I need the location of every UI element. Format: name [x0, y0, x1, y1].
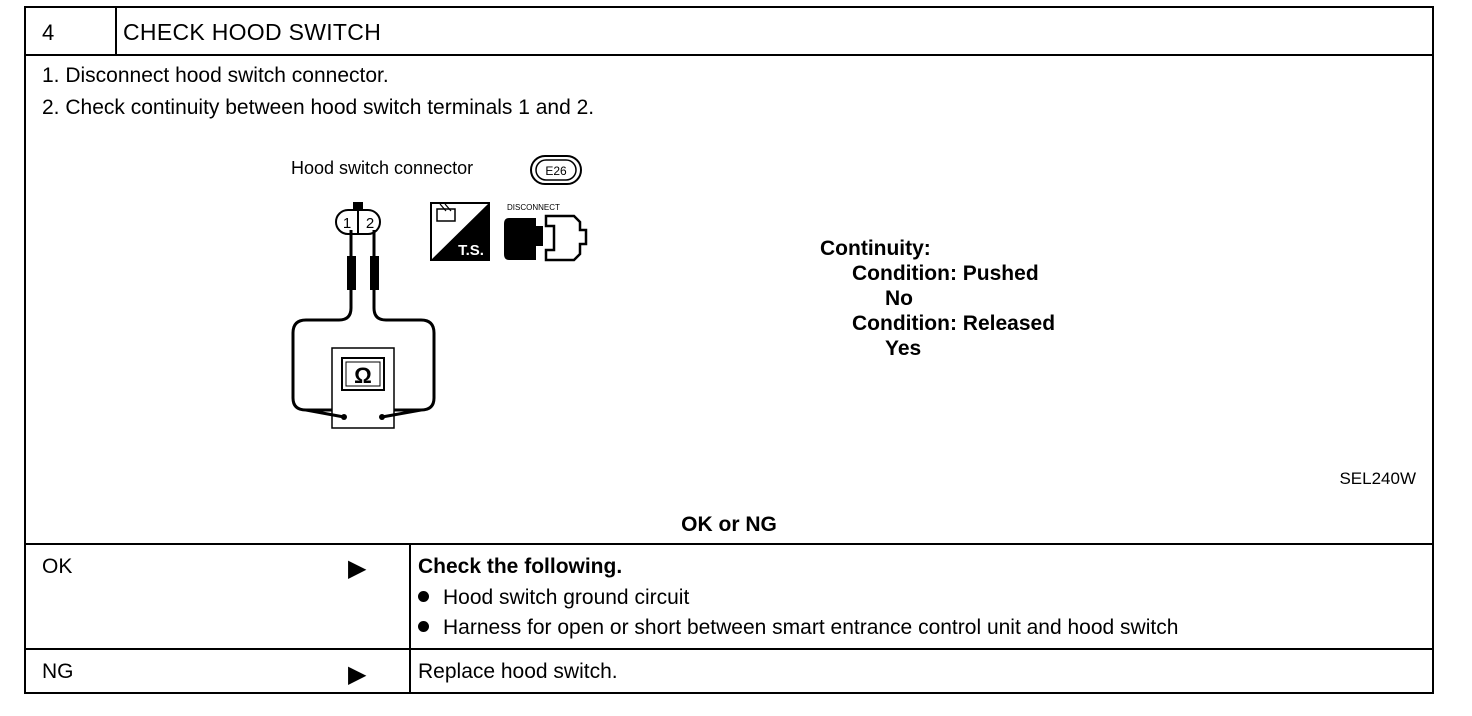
condition-released: Condition: Released: [852, 312, 1056, 335]
ng-action: Replace hood switch.: [418, 660, 618, 683]
result-pushed: No: [885, 287, 913, 310]
ohmmeter: Ω: [331, 347, 395, 429]
disconnect-label: DISCONNECT: [507, 203, 560, 212]
header-divider: [115, 8, 117, 54]
ok-label: OK: [42, 555, 73, 578]
wiring-diagram: E26 1 2 Ω: [291, 155, 588, 429]
probe-leads: [291, 230, 436, 412]
figure-reference: SEL240W: [1339, 469, 1416, 488]
disconnect-icon: DISCONNECT: [504, 203, 588, 262]
bullet-icon: [418, 621, 429, 632]
ng-arrow-icon: ▶: [348, 661, 367, 688]
step-title: CHECK HOOD SWITCH: [123, 19, 382, 45]
procedure-table: 4 CHECK HOOD SWITCH 1. Disconnect hood s…: [24, 6, 1434, 694]
probe-tip-1: [347, 256, 356, 290]
pin-2-label: 2: [366, 215, 374, 232]
ng-label: NG: [42, 660, 74, 683]
continuity-spec: Continuity: Condition: Pushed No Conditi…: [820, 236, 1055, 361]
step-header: 4 CHECK HOOD SWITCH: [26, 8, 1432, 56]
connector-label: Hood switch connector: [291, 158, 474, 178]
pin-1-label: 1: [343, 215, 351, 232]
continuity-heading: Continuity:: [820, 237, 931, 260]
ok-item-2: Harness for open or short between smart …: [418, 616, 1178, 640]
hood-switch-connector: 1 2: [335, 202, 381, 235]
ts-label: T.S.: [458, 242, 484, 259]
connector-code: E26: [545, 164, 567, 178]
ts-icon: T.S.: [430, 202, 490, 261]
results-divider-mid: [26, 648, 1432, 650]
ohm-symbol: Ω: [354, 363, 372, 388]
probe-tip-2: [370, 256, 379, 290]
instruction-1: 1. Disconnect hood switch connector.: [42, 64, 389, 87]
condition-pushed: Condition: Pushed: [852, 262, 1039, 285]
ok-heading: Check the following.: [418, 555, 623, 578]
bullet-icon: [418, 591, 429, 602]
meter-leads: [305, 408, 422, 419]
step-number: 4: [42, 20, 55, 45]
ok-or-ng-heading: OK or NG: [681, 513, 777, 536]
results-divider-top: [26, 543, 1432, 545]
ok-item-1: Hood switch ground circuit: [418, 586, 689, 610]
results-column-divider: [409, 543, 411, 692]
result-released: Yes: [885, 337, 922, 360]
ok-arrow-icon: ▶: [348, 555, 367, 582]
connector-code-badge: E26: [530, 155, 582, 185]
instruction-2: 2. Check continuity between hood switch …: [42, 96, 595, 119]
